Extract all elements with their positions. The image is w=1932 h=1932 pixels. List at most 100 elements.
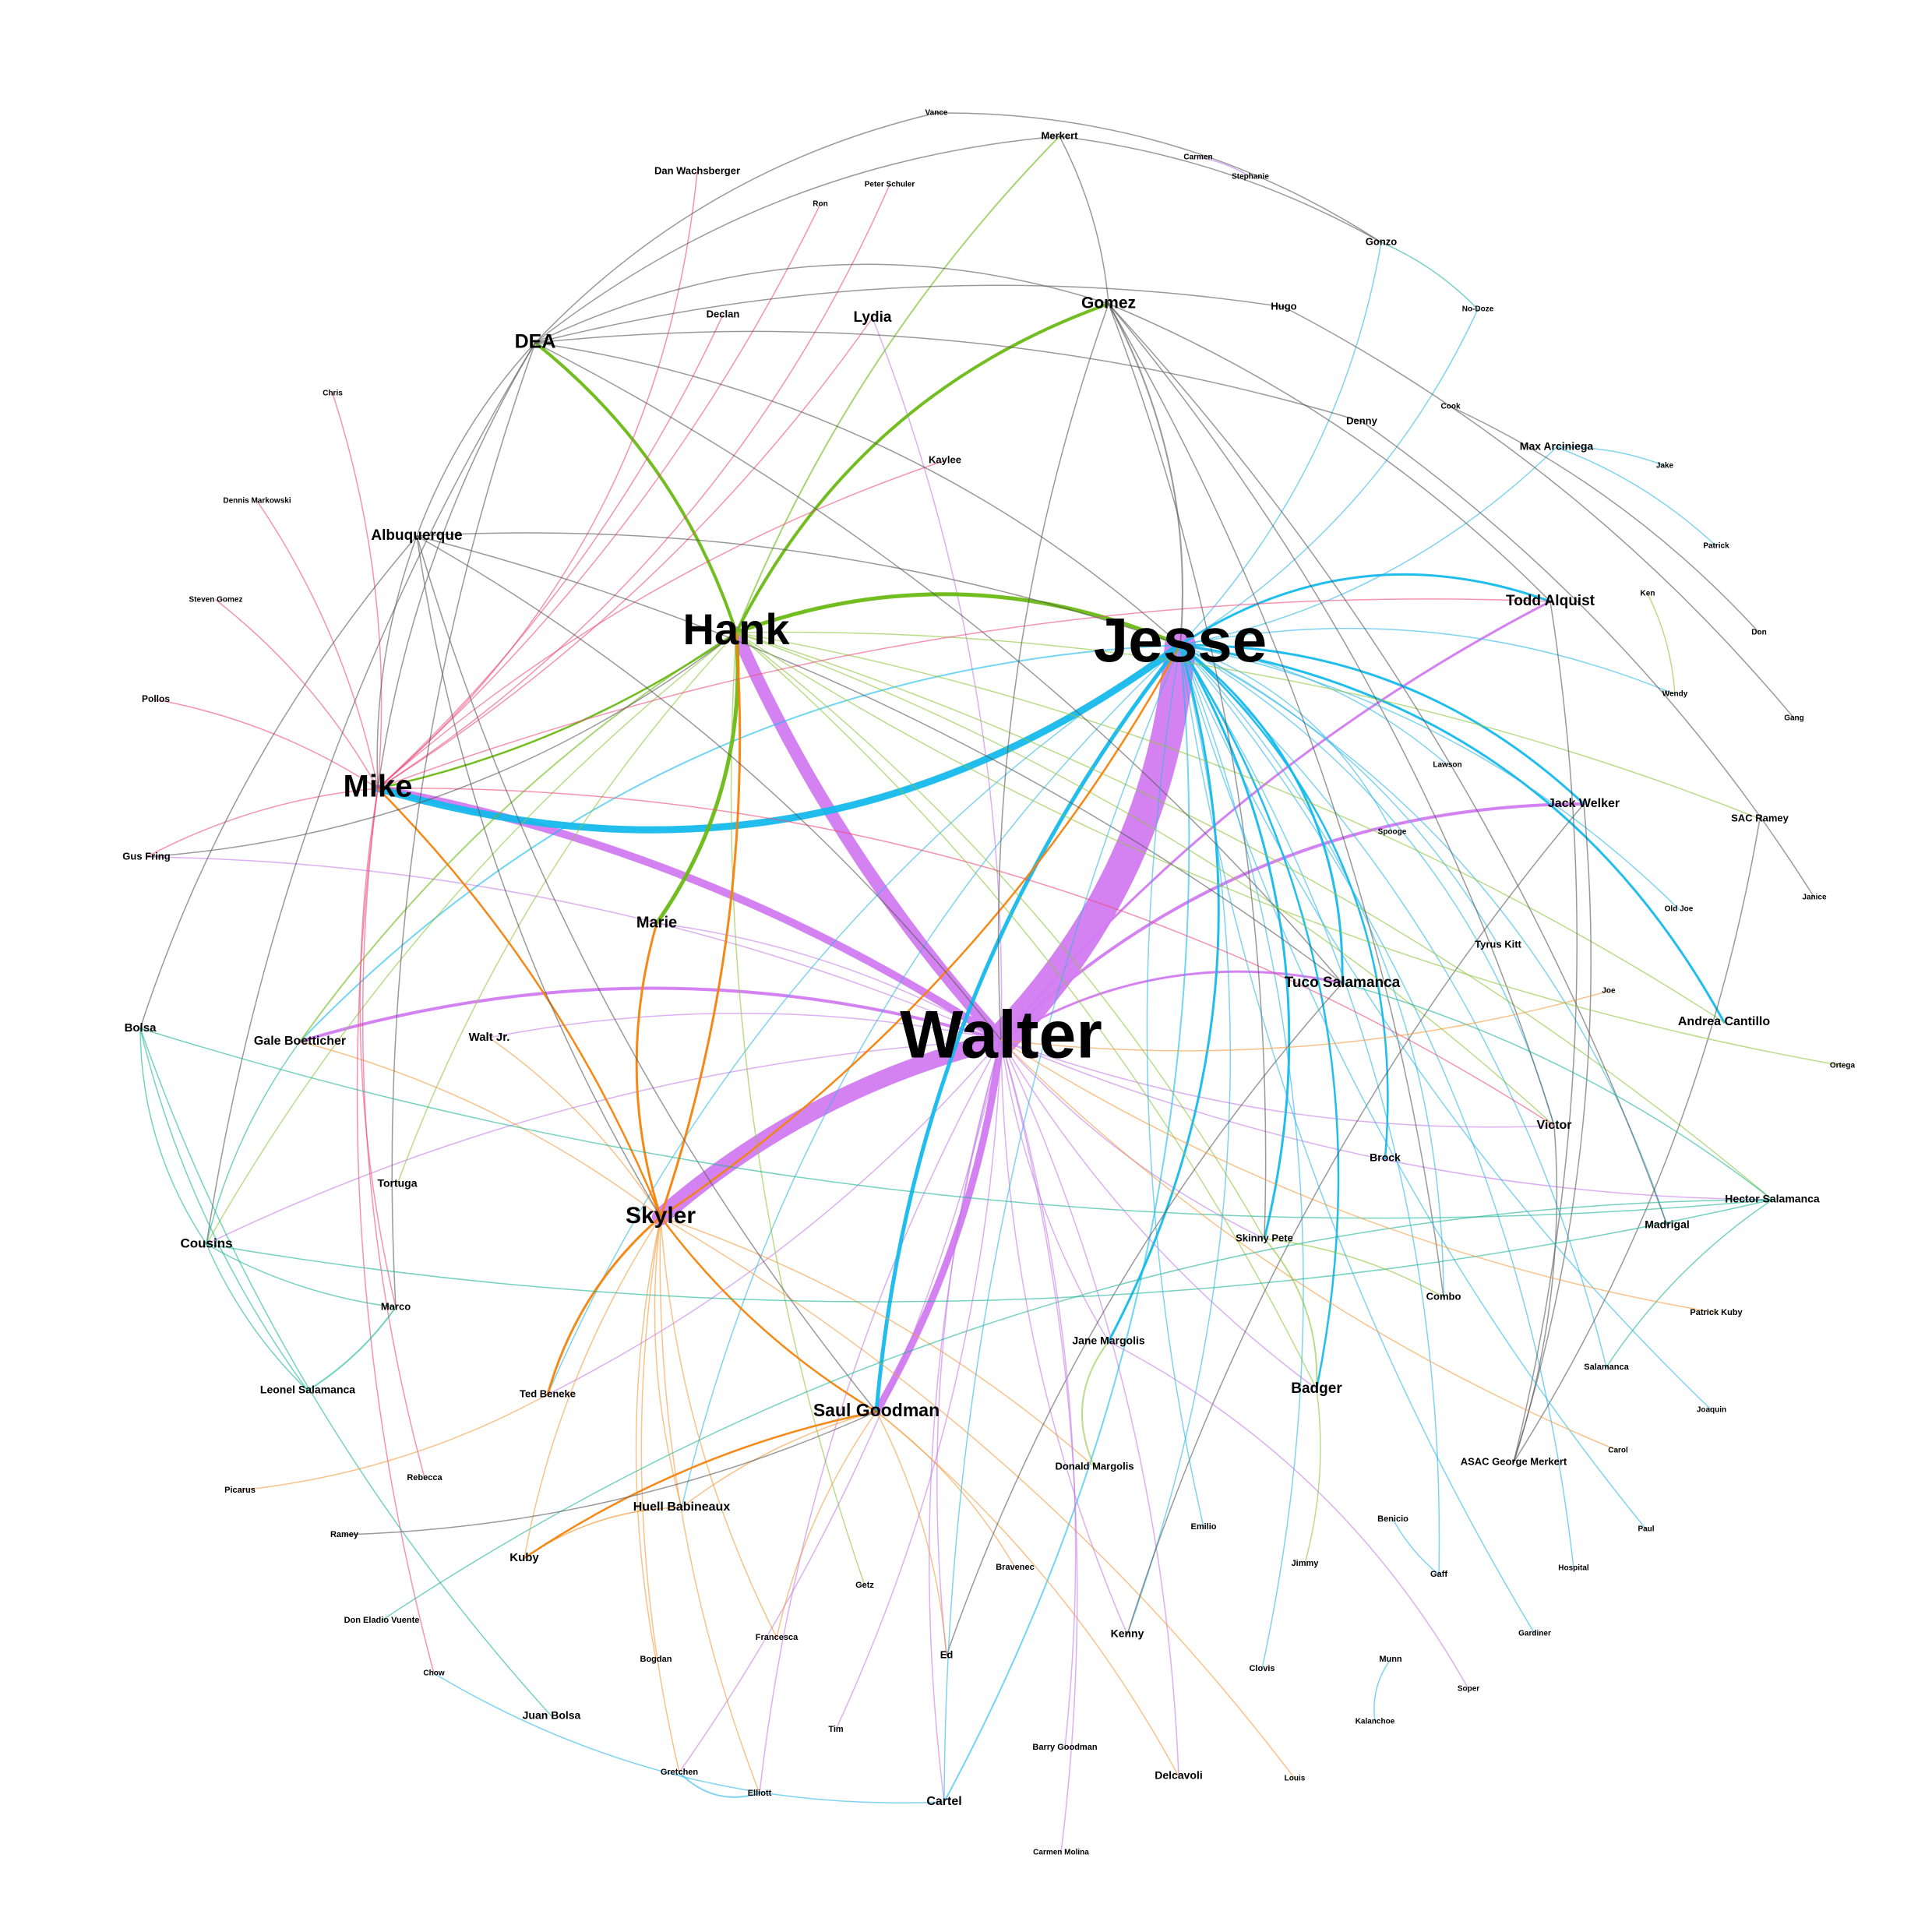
node-label-tortuga: Tortuga <box>377 1177 417 1190</box>
node-label-andrea: Andrea Cantillo <box>1678 1015 1770 1028</box>
edge-hank-victor <box>735 632 1555 1126</box>
node-label-combo: Combo <box>1426 1290 1461 1302</box>
edge-mike-rebecca <box>361 788 425 1479</box>
edge-skyler-bogdan <box>635 1216 661 1660</box>
node-label-francesca: Francesca <box>756 1633 799 1642</box>
node-label-declan: Declan <box>707 308 740 319</box>
edge-jesse-hospital <box>1179 644 1574 1569</box>
edge-joaquin-jesse <box>1179 644 1712 1411</box>
node-label-stevengomez: Steven Gomez <box>189 596 243 605</box>
node-label-hugo: Hugo <box>1271 300 1296 312</box>
node-label-donald: Donald Margolis <box>1055 1460 1133 1472</box>
edge-mike-gusfring <box>146 788 379 858</box>
edge-walter-elliott <box>759 1039 1002 1794</box>
node-label-dennis: Dennis Markowski <box>223 497 291 506</box>
node-label-leonel: Leonel Salamanca <box>260 1384 355 1396</box>
edge-dea-marco <box>391 342 536 1308</box>
edge-skyler-kuby <box>524 1216 661 1559</box>
edge-skyler-ted <box>546 1215 662 1396</box>
edge-walter-victor <box>1000 1039 1555 1128</box>
node-label-badger: Badger <box>1291 1380 1342 1397</box>
edge-jesse-tuco <box>1179 643 1344 985</box>
edge-dea-vance <box>534 112 937 344</box>
node-label-soper: Soper <box>1458 1685 1479 1694</box>
edge-jesse-lawson <box>1179 644 1448 766</box>
node-label-tyrus: Tyrus Kitt <box>1475 938 1521 950</box>
edge-jesse-tyrus <box>1179 644 1499 946</box>
edge-mike-stevengomez <box>215 599 379 789</box>
edge-kenny-jackwelker <box>1126 803 1585 1635</box>
node-label-cousins: Cousins <box>180 1236 232 1250</box>
node-label-cook: Cook <box>1441 403 1461 411</box>
edge-jesse-gale <box>299 644 1181 1042</box>
edge-hank-getz <box>730 632 866 1586</box>
node-label-carmenm: Carmen Molina <box>1033 1849 1089 1857</box>
node-label-tim: Tim <box>828 1725 844 1734</box>
edge-jesse-badger <box>1179 643 1340 1391</box>
node-label-paul: Paul <box>1638 1525 1654 1534</box>
node-label-peter: Peter Schuler <box>865 181 915 189</box>
node-label-merkert: Merkert <box>1042 129 1079 141</box>
edge-albuquerque-walter <box>416 535 1002 1041</box>
edge-cousins-marco <box>206 1243 397 1308</box>
node-label-gonzo: Gonzo <box>1366 235 1397 247</box>
node-label-mike: Mike <box>344 770 413 804</box>
edge-picarus-ted <box>239 1394 548 1491</box>
edge-mike-todd <box>377 598 1551 789</box>
node-label-hank: Hank <box>683 605 791 654</box>
edge-gardiner-jesse <box>1179 644 1535 1634</box>
edge-merkert-gomez <box>1059 136 1109 305</box>
edge-jesse-nodoze <box>1179 308 1479 646</box>
edge-gusfring-hank <box>146 632 737 858</box>
edge-merkert-gonzo <box>1059 136 1382 243</box>
edge-bolsa-juanbolsa <box>139 1028 552 1717</box>
node-label-joe: Joe <box>1602 987 1616 996</box>
edge-hank-gomez <box>735 302 1110 634</box>
edge-walter-badger <box>1000 1039 1317 1390</box>
edge-walter-cartel <box>929 1039 1002 1803</box>
node-label-joaquin: Joaquin <box>1697 1406 1726 1415</box>
node-label-brock: Brock <box>1370 1151 1401 1164</box>
edge-jesse-salamanca <box>1179 644 1607 1368</box>
edge-walter-hector <box>1000 1039 1773 1200</box>
edge-gomez-todd <box>1108 303 1551 602</box>
node-label-asac: ASAC George Merkert <box>1461 1455 1567 1467</box>
node-label-donladio: Don Eladio Vuente <box>344 1616 420 1625</box>
edge-gomez-jesse <box>1108 303 1183 646</box>
edge-skyler-gale <box>299 1041 661 1218</box>
edge-hank-tortuga <box>397 632 737 1185</box>
edge-hugo-gang <box>1283 306 1795 719</box>
edge-mike-lydia <box>377 317 873 789</box>
edge-walter-gusfring <box>146 856 1002 1041</box>
edge-chow-cartel <box>433 1673 945 1804</box>
edge-gale-cousins <box>206 1041 301 1245</box>
node-label-elliott: Elliott <box>748 1789 772 1798</box>
edge-jesse-huell <box>681 644 1181 1508</box>
edge-asac-todd <box>1513 601 1578 1463</box>
edge-jesse-oldjoe <box>1179 644 1680 910</box>
edge-asac-sacramey <box>1513 818 1761 1463</box>
node-label-todd: Todd Alquist <box>1506 593 1595 609</box>
node-label-clovis: Clovis <box>1249 1664 1274 1673</box>
edge-gomez-madrigal <box>1108 303 1668 1226</box>
edge-hank-dea <box>534 341 738 634</box>
edge-jesse-mike <box>374 641 1184 834</box>
node-label-spooge: Spooge <box>1378 828 1407 837</box>
edge-vance-gonzo <box>936 112 1382 243</box>
node-label-gale: Gale Boetticher <box>254 1035 346 1048</box>
node-label-patrickkuby: Patrick Kuby <box>1690 1308 1743 1317</box>
edge-dea-tuco <box>534 342 1343 984</box>
node-label-picarus: Picarus <box>224 1486 256 1495</box>
edge-jesse-ted <box>547 644 1181 1395</box>
edge-benicio-gaff <box>1392 1518 1440 1575</box>
edge-skyler-francesca <box>660 1216 777 1638</box>
edge-walter-lydia <box>872 317 1003 1041</box>
edge-walter-marie <box>656 922 1002 1041</box>
edge-dea-mike <box>377 342 536 789</box>
edge-saul-francesca <box>776 1411 877 1638</box>
edge-skyler-louis <box>660 1216 1296 1779</box>
node-label-denny: Denny <box>1346 414 1378 426</box>
edge-leonel-marco <box>307 1306 397 1391</box>
edge-mike-marco <box>359 788 397 1308</box>
